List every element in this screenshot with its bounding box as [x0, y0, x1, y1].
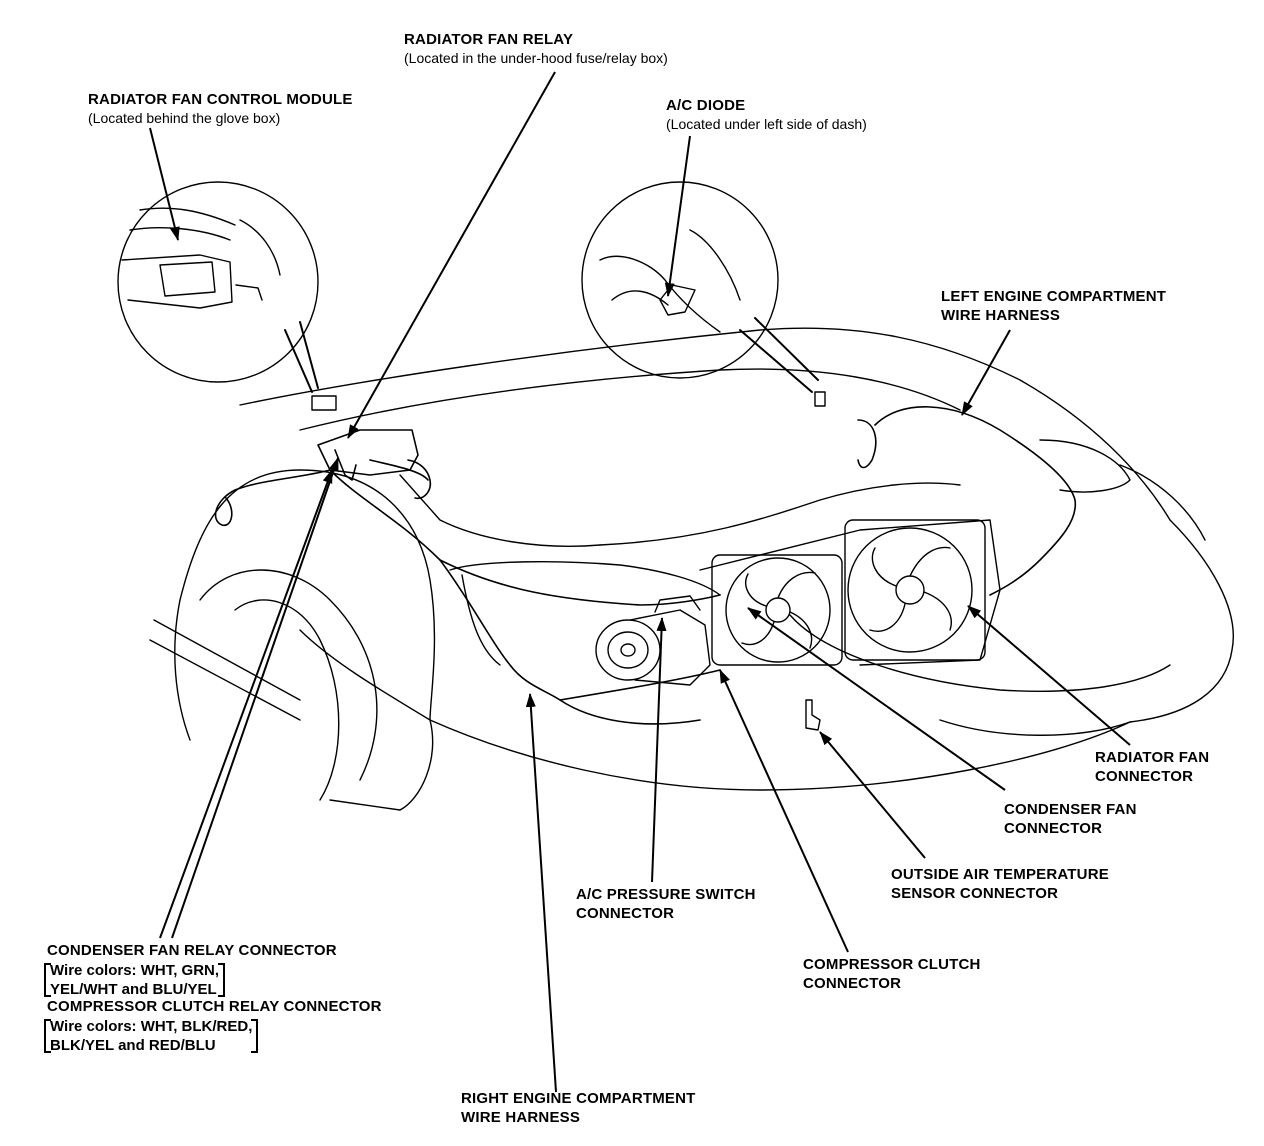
label-ac-diode: A/C DIODE (Located under left side of da…: [666, 96, 867, 134]
radiator-fan: [844, 519, 986, 661]
condenser-fan-relay-title: CONDENSER FAN RELAY CONNECTOR: [47, 942, 337, 959]
compressor-clutch-line2: CONNECTOR: [803, 975, 902, 992]
left-harness-line1: LEFT ENGINE COMPARTMENT: [941, 288, 1167, 305]
inset-control-module: [117, 181, 319, 393]
ac-diode-title: A/C DIODE: [666, 97, 746, 114]
ac-pressure-switch-line2: CONNECTOR: [576, 905, 675, 922]
ac-compressor: [595, 595, 711, 686]
label-compressor-clutch-connector: COMPRESSOR CLUTCH CONNECTOR: [803, 955, 981, 993]
outside-air-temp-line1: OUTSIDE AIR TEMPERATURE: [891, 866, 1109, 883]
radiator-fan-relay-location: (Located in the under-hood fuse/relay bo…: [404, 50, 668, 66]
label-outside-air-temp: OUTSIDE AIR TEMPERATURE SENSOR CONNECTOR: [891, 865, 1109, 903]
ac-pressure-switch-line1: A/C PRESSURE SWITCH: [576, 886, 756, 903]
label-right-harness: RIGHT ENGINE COMPARTMENT WIRE HARNESS: [461, 1089, 696, 1127]
label-condenser-fan-relay-connector: CONDENSER FAN RELAY CONNECTOR: [47, 941, 337, 960]
radiator-fan-relay-title: RADIATOR FAN RELAY: [404, 31, 574, 48]
leader-condenser-fan-connector: [747, 607, 1006, 791]
label-radiator-fan-relay: RADIATOR FAN RELAY (Located in the under…: [404, 30, 668, 68]
radiator-fan-connector-line2: CONNECTOR: [1095, 768, 1194, 785]
condenser-fan: [699, 519, 1001, 666]
leader-ac-pressure-switch: [651, 617, 667, 883]
compressor-clutch-line1: COMPRESSOR CLUTCH: [803, 956, 981, 973]
car-body-outline: [149, 327, 1234, 811]
compressor-clutch-relay-wires-1: Wire colors: WHT, BLK/RED,: [50, 1018, 253, 1035]
left-harness-route: [857, 406, 1077, 596]
ac-diode-location: (Located under left side of dash): [666, 116, 867, 132]
condenser-fan-relay-wires-2: YEL/WHT and BLU/YEL: [50, 981, 217, 998]
leader-control-module: [149, 127, 180, 241]
leader-compressor-clutch-relay: [159, 469, 333, 939]
condenser-fan-relay-wire-colors: Wire colors: WHT, GRN, YEL/WHT and BLU/Y…: [44, 961, 226, 999]
compressor-clutch-relay-title: COMPRESSOR CLUTCH RELAY CONNECTOR: [47, 998, 382, 1015]
control-module-title: RADIATOR FAN CONTROL MODULE: [88, 91, 353, 108]
inset-ac-diode: [581, 181, 819, 393]
label-ac-pressure-switch: A/C PRESSURE SWITCH CONNECTOR: [576, 885, 756, 923]
leader-ac-diode: [664, 135, 691, 297]
leader-left-harness: [961, 329, 1011, 416]
label-left-harness: LEFT ENGINE COMPARTMENT WIRE HARNESS: [941, 287, 1166, 325]
leader-outside-air-temp: [819, 731, 926, 859]
label-condenser-fan-connector: CONDENSER FAN CONNECTOR: [1004, 800, 1137, 838]
right-harness-line1: RIGHT ENGINE COMPARTMENT: [461, 1090, 696, 1107]
label-compressor-clutch-relay-connector: COMPRESSOR CLUTCH RELAY CONNECTOR: [47, 997, 382, 1016]
right-harness-route: [214, 469, 721, 725]
outside-air-temp-sensor: [805, 699, 821, 731]
leader-radiator-fan-connector: [967, 605, 1131, 746]
condenser-fan-relay-wires-1: Wire colors: WHT, GRN,: [50, 962, 220, 979]
condenser-fan-connector-line1: CONDENSER FAN: [1004, 801, 1137, 818]
left-harness-line2: WIRE HARNESS: [941, 307, 1061, 324]
compressor-clutch-relay-wires-2: BLK/YEL and RED/BLU: [50, 1037, 216, 1054]
control-module-location: (Located behind the glove box): [88, 110, 281, 126]
leader-right-harness: [525, 693, 557, 1093]
condenser-fan-connector-line2: CONNECTOR: [1004, 820, 1103, 837]
leader-condenser-fan-relay: [171, 457, 339, 939]
right-harness-line2: WIRE HARNESS: [461, 1109, 581, 1126]
label-radiator-fan-connector: RADIATOR FAN CONNECTOR: [1095, 748, 1209, 786]
radiator-fan-connector-line1: RADIATOR FAN: [1095, 749, 1210, 766]
label-radiator-fan-control-module: RADIATOR FAN CONTROL MODULE (Located beh…: [88, 90, 353, 128]
ac-diode-part: [814, 391, 826, 407]
outside-air-temp-line2: SENSOR CONNECTOR: [891, 885, 1059, 902]
leader-radiator-fan-relay: [347, 71, 556, 439]
leader-compressor-clutch: [719, 669, 849, 953]
compressor-clutch-relay-wire-colors: Wire colors: WHT, BLK/RED, BLK/YEL and R…: [44, 1017, 259, 1055]
control-module-part: [311, 395, 337, 411]
